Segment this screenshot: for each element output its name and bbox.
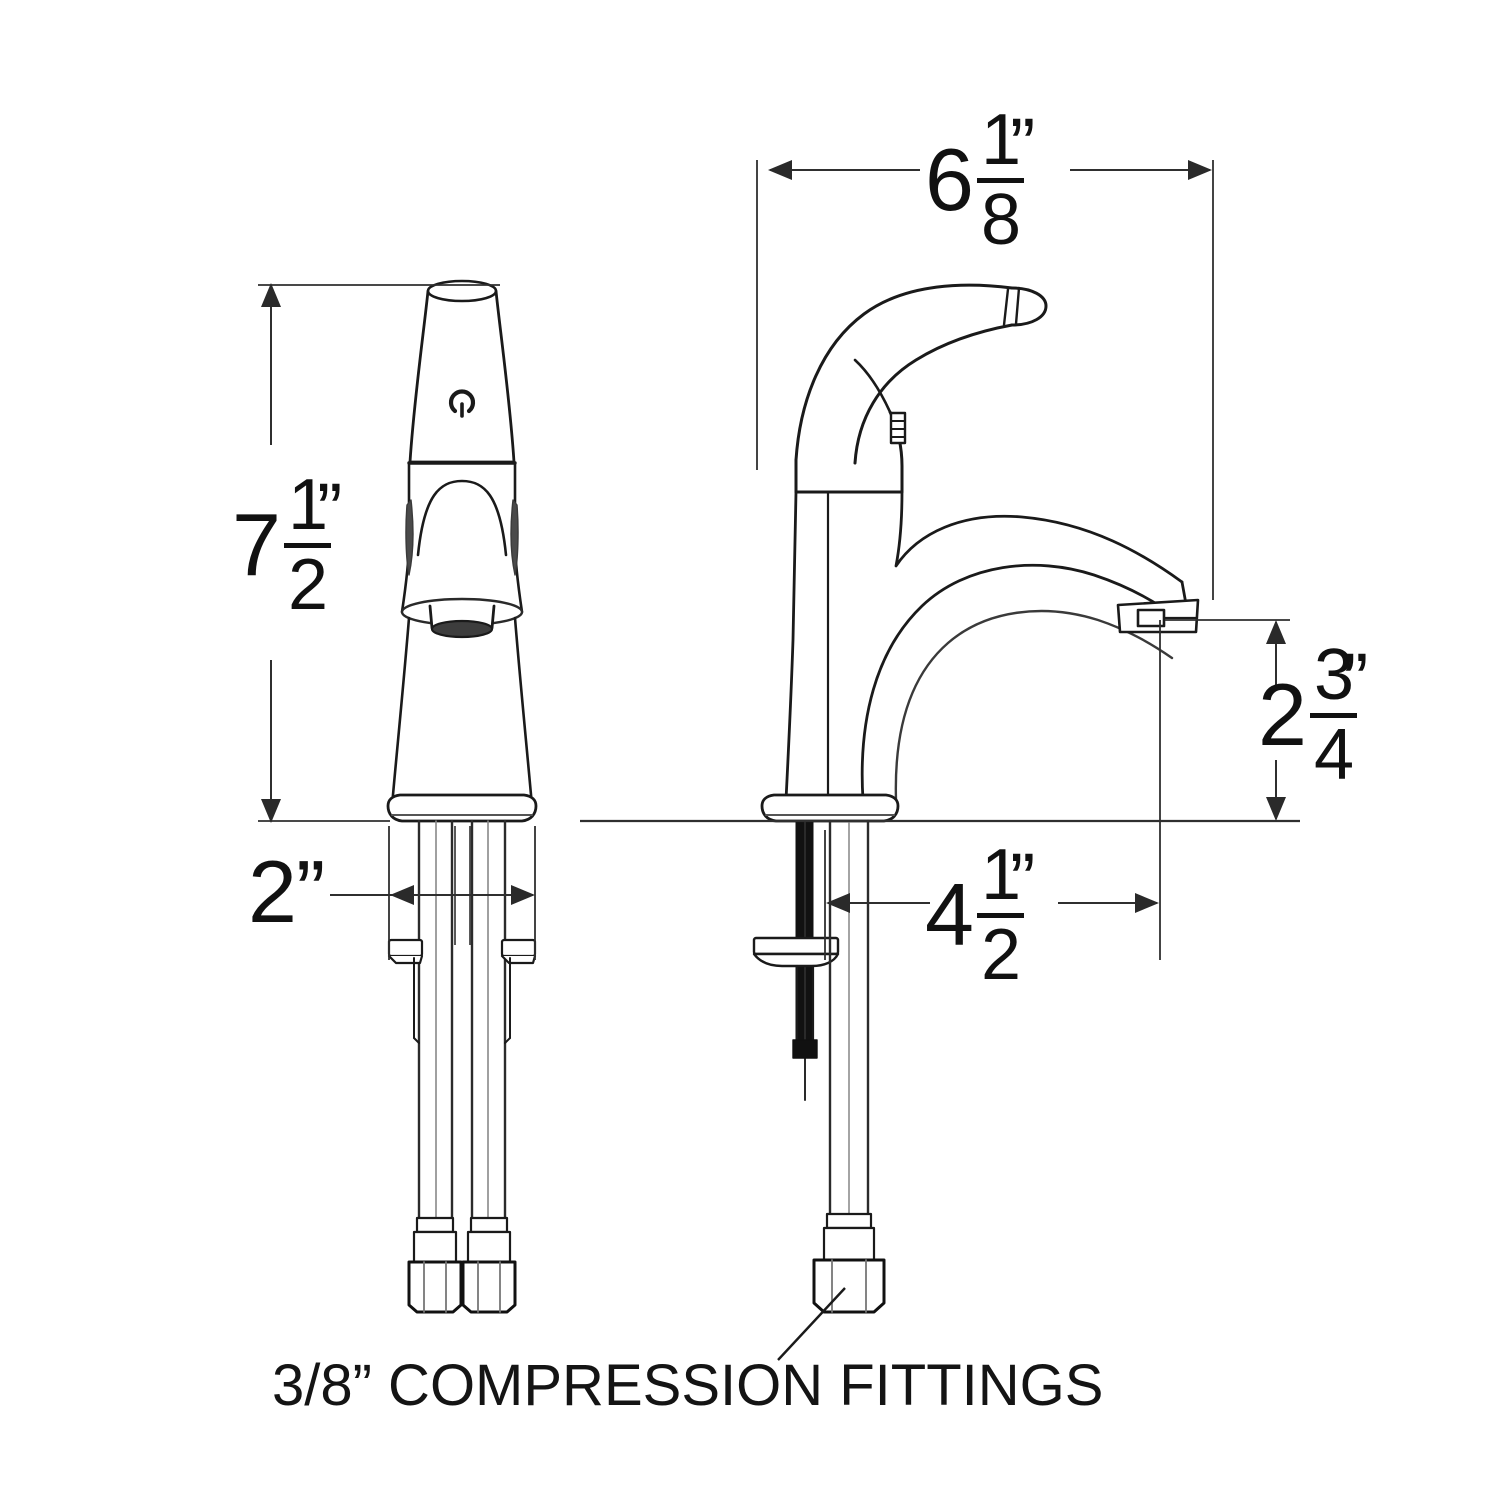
front-shade-right <box>510 499 519 576</box>
front-tube-ferrules <box>412 1216 512 1264</box>
spout-outer-top <box>894 490 1184 584</box>
front-view <box>386 279 538 1314</box>
front-supply-tubes <box>417 819 507 1220</box>
stud-nut <box>792 1039 818 1059</box>
handle-housing <box>794 410 904 494</box>
side-tube-ferrule <box>822 1212 876 1262</box>
aerator-assembly <box>1116 598 1200 634</box>
side-escutcheon <box>760 793 900 823</box>
overall-height-dimension-label: 7 1 2 ” <box>232 465 342 625</box>
mounting-bracket <box>752 936 840 968</box>
handle-lever-bottom <box>853 323 1014 465</box>
front-top-cap <box>426 279 498 303</box>
handle-tip-cap <box>1010 286 1048 327</box>
front-lower-stem-left <box>390 616 411 808</box>
front-mounting-brackets <box>387 938 537 1044</box>
handle-housing-right-edge <box>853 358 892 414</box>
side-supply-tube <box>828 819 870 1216</box>
base-width-dimension-label: 2” <box>248 842 325 941</box>
handle-lever-top <box>794 283 1014 462</box>
side-view <box>752 283 1200 1314</box>
handle-tip-seam1 <box>1002 287 1010 327</box>
spout-underside <box>860 563 1182 802</box>
front-lower-stem-right <box>513 616 534 808</box>
compression-fittings-callout-label: 3/8” COMPRESSION FITTINGS <box>272 1353 1104 1418</box>
handle-set-screw <box>889 411 907 445</box>
index-button-icon <box>448 389 476 414</box>
front-shade-left <box>405 499 414 576</box>
front-aerator-dome <box>416 479 508 557</box>
spout-reach-dimension-label: 4 1 2 ” <box>925 835 1035 995</box>
aerator-height-dimension-label: 2 3 4 ” <box>1258 635 1368 795</box>
callout-leader-line <box>777 1287 846 1361</box>
front-upper-body <box>408 289 516 464</box>
spout-inner-curve <box>894 609 1174 802</box>
handle-tip-seam2 <box>1014 286 1021 326</box>
spout-height-dimension-label: 6 1 8 ” <box>925 100 1035 260</box>
side-body-left-wall <box>784 490 798 802</box>
dimension-lines <box>258 160 1300 1361</box>
front-compression-nuts <box>407 1260 517 1314</box>
front-escutcheon <box>386 793 538 823</box>
front-aerator-hole <box>430 619 494 639</box>
side-compression-nut <box>812 1258 886 1314</box>
